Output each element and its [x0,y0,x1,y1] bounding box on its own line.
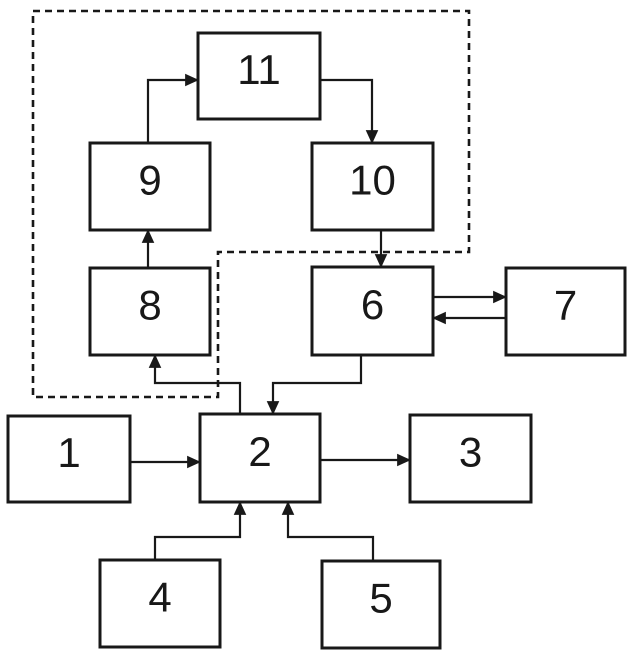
node-box-6 [310,265,435,357]
edge-4-to-2 [153,501,247,560]
node-label-4: 4 [148,574,171,621]
edge-layer [130,73,507,561]
node-label-7: 7 [554,282,577,329]
dashed-group-outline [31,9,471,399]
node-label-11: 11 [237,46,281,93]
dashed-group-layer [31,9,471,399]
node-box-10 [310,141,435,232]
node-box-7 [504,266,627,357]
node-box-3 [408,413,533,504]
node-box-9 [88,141,212,232]
node-label-10: 10 [349,157,396,204]
edge-9-to-11 [146,73,199,143]
node-label-5: 5 [369,575,392,622]
node-box-11 [196,31,322,121]
edge-5-to-2 [281,501,375,561]
node-label-9: 9 [138,157,161,204]
edge-6-to-2 [266,355,363,415]
node-label-6: 6 [361,281,384,328]
node-box-1 [6,414,132,504]
edge-11-to-10 [320,78,379,144]
node-box-4 [98,558,222,649]
edge-2-to-8 [148,354,242,414]
node-box-2 [198,412,322,504]
node-box-5 [320,559,442,650]
node-box-8 [88,266,212,357]
node-label-2: 2 [248,428,271,475]
node-layer: 1 2 3 4 5 6 7 8 9 10 11 [6,31,627,650]
node-label-1: 1 [57,429,80,476]
node-label-8: 8 [138,282,161,329]
node-label-3: 3 [459,429,482,476]
